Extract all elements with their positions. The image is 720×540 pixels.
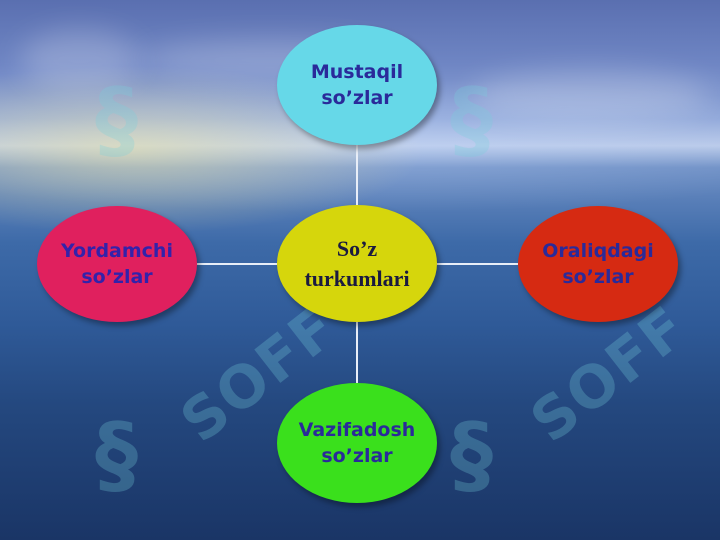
node-label: so’zlar — [562, 266, 634, 288]
node-label: Vazifadosh — [298, 419, 416, 441]
node-label: so’zlar — [81, 266, 153, 288]
node-vazifadosh-sozlar: Vazifadosh so’zlar — [277, 383, 437, 503]
watermark-symbol: § — [450, 70, 493, 170]
node-label: Oraliqdagi — [542, 240, 654, 262]
node-label: turkumlari — [304, 265, 410, 291]
watermark-symbol: § — [450, 405, 493, 505]
watermark-symbol: § — [95, 70, 138, 170]
cloud-decoration — [470, 70, 710, 120]
watermark-symbol: § — [95, 405, 138, 505]
node-label: so’zlar — [321, 445, 393, 467]
node-oraliqdagi-sozlar: Oraliqdagi so’zlar — [518, 206, 678, 322]
node-soz-turkumlari: So’z turkumlari — [277, 205, 437, 322]
cloud-decoration — [20, 30, 140, 90]
node-label: so’zlar — [321, 87, 393, 109]
node-yordamchi-sozlar: Yordamchi so’zlar — [37, 206, 197, 322]
node-label: Yordamchi — [61, 240, 173, 262]
node-mustaqil-sozlar: Mustaqil so’zlar — [277, 25, 437, 145]
node-label: So’z — [336, 235, 378, 261]
node-label: Mustaqil — [310, 61, 404, 83]
